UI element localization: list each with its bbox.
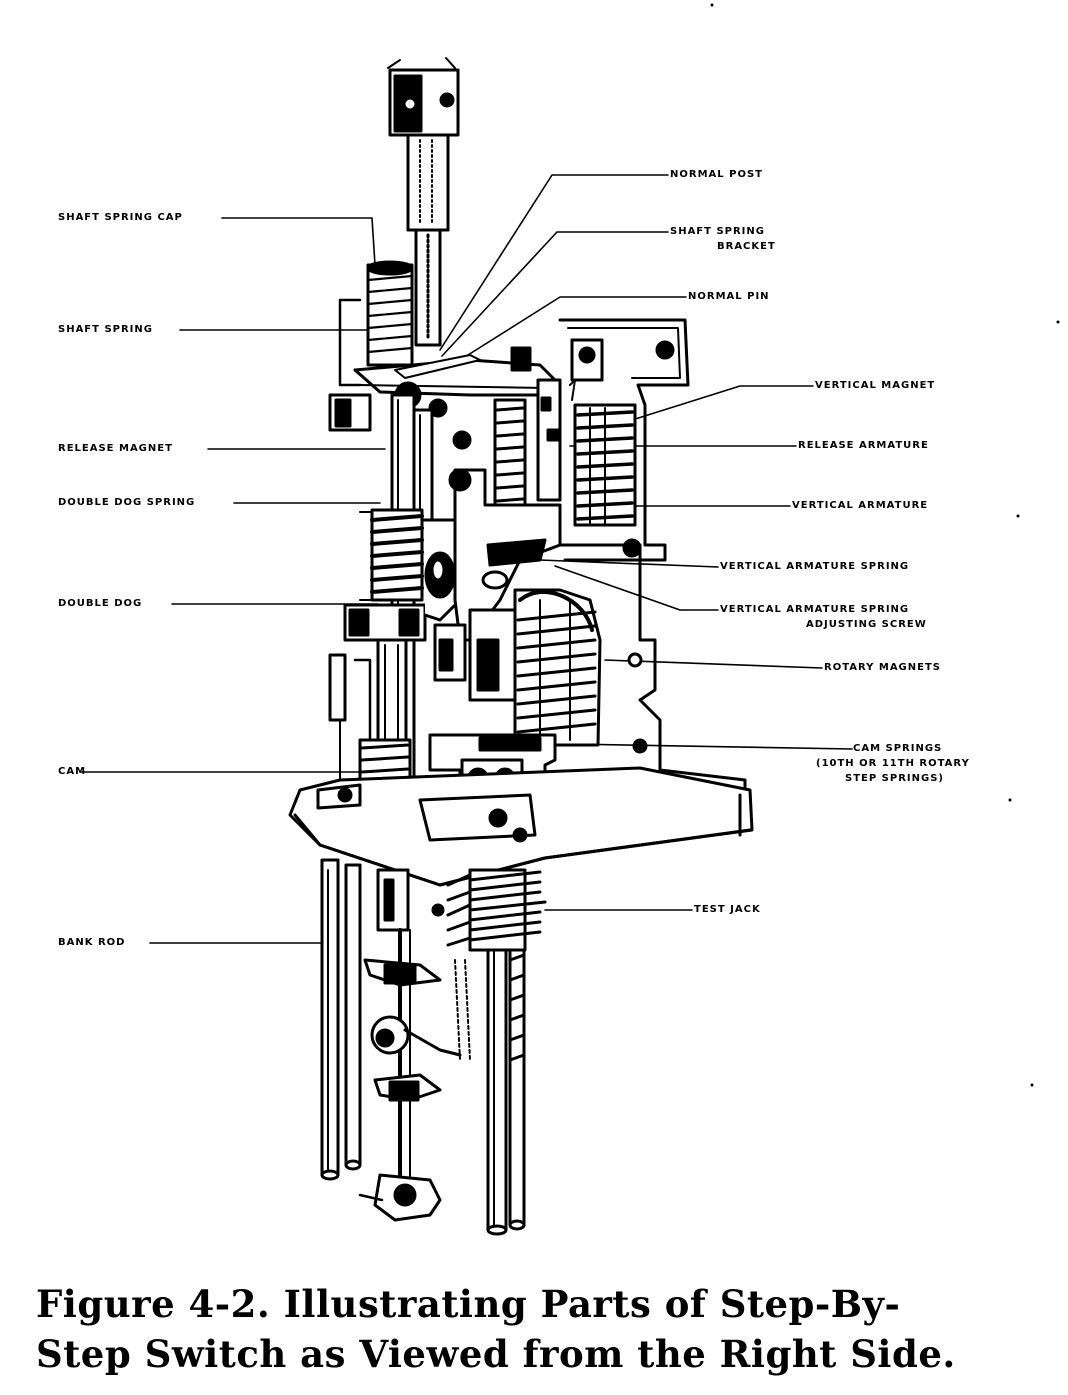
wiper-assembly [358,868,471,1222]
label-cam: CAM [58,766,87,777]
label-double-dog: DOUBLE DOG [58,598,143,609]
label-rotary-magnets: ROTARY MAGNETS [824,662,941,673]
left-arms [328,638,412,822]
label-cam-springs-line2: (10TH OR 11TH ROTARY [816,758,970,769]
label-release-magnet: RELEASE MAGNET [58,443,173,454]
label-shaft-spring-cap: SHAFT SPRING CAP [58,212,183,223]
label-normal-post: NORMAL POST [670,169,763,180]
vertical-magnet [573,403,637,527]
label-vertical-magnet: VERTICAL MAGNET [815,380,936,391]
release-magnet [493,378,576,522]
label-shaft-spring-bracket-line1: SHAFT SPRING [670,226,765,237]
base-plate [288,652,754,887]
label-vertical-armature-spring: VERTICAL ARMATURE SPRING [720,561,910,572]
bank-rods [320,858,526,1236]
top-shaft [387,57,460,347]
label-bank-rod: BANK ROD [58,937,126,948]
label-cam-springs-line3: STEP SPRINGS) [845,773,944,784]
caption-line2: Step Switch as Viewed from the Right Sid… [36,1332,956,1376]
label-cam-springs-line1: CAM SPRINGS [853,743,943,754]
test-jack [431,868,547,952]
mechanism-body [448,430,642,642]
caption-line1: Figure 4-2. Illustrating Parts of Step-B… [36,1282,901,1326]
rotary-magnets [433,588,602,747]
label-test-jack: TEST JACK [694,904,761,915]
shaft-spring [366,260,414,367]
label-vertical-armature: VERTICAL ARMATURE [792,500,929,511]
double-dog-spring [359,508,424,602]
label-shaft-spring-bracket-line2: BRACKET [717,241,776,252]
label-adjusting-screw-line1: VERTICAL ARMATURE SPRING [720,604,910,615]
label-release-armature: RELEASE ARMATURE [798,440,929,451]
label-shaft-spring: SHAFT SPRING [58,324,153,335]
label-double-dog-spring: DOUBLE DOG SPRING [58,497,196,508]
label-adjusting-screw-line2: ADJUSTING SCREW [806,619,927,630]
upper-frame [353,346,557,418]
label-normal-pin: NORMAL PIN [688,291,770,302]
